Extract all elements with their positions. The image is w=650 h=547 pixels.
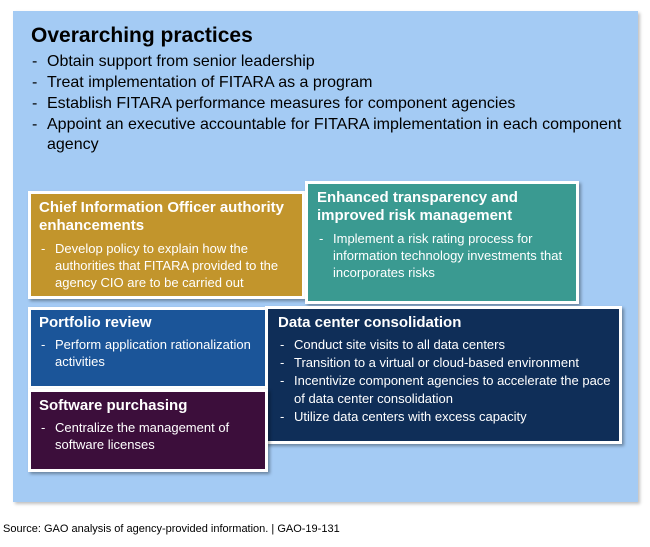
overarching-item: Establish FITARA performance measures fo…: [31, 94, 631, 114]
data-center-item: Transition to a virtual or cloud-based e…: [278, 354, 611, 372]
software-purchasing-list: Centralize the management of software li…: [39, 419, 257, 453]
software-purchasing-title: Software purchasing: [39, 397, 188, 414]
cio-authority-list: Develop policy to explain how the author…: [39, 240, 294, 291]
overarching-item: Treat implementation of FITARA as a prog…: [31, 73, 631, 93]
data-center-item: Incentivize component agencies to accele…: [278, 372, 611, 408]
transparency-box: Enhanced transparency and improved risk …: [305, 181, 579, 304]
overarching-practices: Overarching practices Obtain support fro…: [31, 24, 631, 156]
software-purchasing-box: Software purchasing Centralize the manag…: [28, 389, 268, 472]
portfolio-review-list: Perform application rationalization acti…: [39, 336, 257, 370]
software-purchasing-item: Centralize the management of software li…: [39, 419, 257, 453]
data-center-box: Data center consolidation Conduct site v…: [265, 306, 622, 444]
overarching-item: Appoint an executive accountable for FIT…: [31, 115, 631, 155]
overarching-list: Obtain support from senior leadership Tr…: [31, 52, 631, 155]
transparency-title: Enhanced transparency and improved risk …: [317, 189, 518, 224]
overarching-title: Overarching practices: [31, 24, 253, 47]
data-center-list: Conduct site visits to all data centers …: [278, 336, 611, 426]
data-center-item: Conduct site visits to all data centers: [278, 336, 611, 354]
overarching-item: Obtain support from senior leadership: [31, 52, 631, 72]
transparency-item: Implement a risk rating process for info…: [317, 230, 568, 281]
cio-authority-box: Chief Information Officer authority enha…: [28, 191, 305, 299]
portfolio-review-box: Portfolio review Perform application rat…: [28, 307, 268, 389]
cio-authority-title: Chief Information Officer authority enha…: [39, 199, 285, 234]
cio-authority-item: Develop policy to explain how the author…: [39, 240, 294, 291]
portfolio-review-title: Portfolio review: [39, 314, 152, 331]
data-center-title: Data center consolidation: [278, 314, 462, 331]
transparency-list: Implement a risk rating process for info…: [317, 230, 568, 281]
portfolio-review-item: Perform application rationalization acti…: [39, 336, 257, 370]
source-note: Source: GAO analysis of agency-provided …: [3, 523, 340, 535]
data-center-item: Utilize data centers with excess capacit…: [278, 408, 611, 426]
